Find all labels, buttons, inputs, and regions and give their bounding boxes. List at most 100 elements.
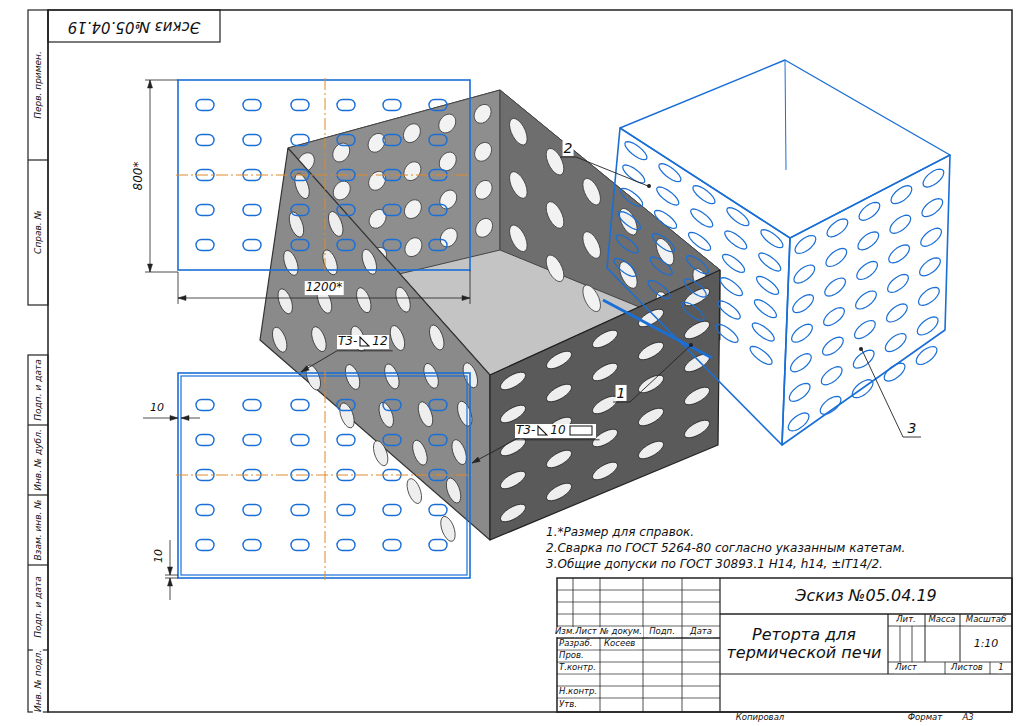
title-block-rule — [600, 578, 601, 712]
slot-outline — [684, 279, 706, 297]
leader-line — [630, 346, 690, 402]
slot-outline — [429, 505, 447, 516]
slot-outline — [196, 205, 214, 216]
slot-hole — [546, 255, 564, 282]
stamp-text: Перв. примен. — [33, 50, 43, 120]
callout-number: 1 — [616, 385, 627, 401]
slot-outline — [682, 302, 704, 320]
slot-outline — [196, 240, 214, 251]
slot-hole — [413, 440, 427, 465]
slot-outline — [917, 317, 938, 335]
slot-hole — [278, 289, 292, 314]
title-block-rule — [643, 578, 644, 712]
scale-value: 1:10 — [973, 638, 1000, 651]
leader-dot — [689, 343, 693, 347]
slot-hole — [592, 462, 617, 479]
title-block-rule — [557, 674, 720, 675]
slot-outline — [291, 540, 309, 551]
title-block-cell: Н.контр. — [558, 687, 598, 697]
extension-line — [470, 270, 471, 304]
slot-outline — [429, 435, 447, 446]
slot-outline — [196, 100, 214, 111]
weld-triangle — [360, 337, 369, 346]
slot-outline — [921, 228, 942, 246]
slot-hole — [684, 387, 709, 404]
slot-outline — [383, 240, 401, 251]
slot-outline — [383, 540, 401, 551]
slot-hole — [546, 202, 564, 229]
slot-hole — [312, 327, 326, 352]
arrowhead — [170, 416, 178, 421]
leader-line — [576, 157, 648, 186]
weld-designation: Т3-10 — [515, 424, 596, 438]
slot-outline — [693, 186, 715, 204]
slot-hole — [546, 384, 571, 401]
slot-outline — [429, 400, 447, 411]
arrowhead — [178, 296, 186, 301]
slot-outline — [757, 276, 779, 294]
slot-outline — [243, 135, 261, 146]
weld-leg-size: 12 — [372, 335, 387, 349]
slot-outline — [291, 100, 309, 111]
extension-line — [178, 272, 179, 304]
drawing-title: Реторта для термической печи — [723, 626, 885, 663]
slot-hole — [546, 148, 564, 175]
title-block-rule — [719, 578, 720, 712]
slot-outline — [716, 324, 738, 342]
slot-hole — [500, 471, 525, 488]
slot-outline — [383, 505, 401, 516]
leader-dot — [859, 347, 863, 351]
note-text: 1.*Размер для справок. — [545, 526, 695, 540]
slot-hole — [684, 321, 709, 338]
slot-hole — [418, 402, 432, 427]
title-block-rule — [557, 590, 720, 591]
slot-outline — [824, 308, 845, 326]
slot-hole — [638, 375, 663, 392]
slot-hole — [474, 104, 491, 123]
slot-outline — [916, 347, 937, 365]
slot-hole — [510, 225, 528, 252]
slot-outline — [920, 258, 941, 276]
slot-outline — [659, 164, 681, 182]
callout-shelf — [903, 437, 921, 438]
title-block-rule — [557, 698, 720, 699]
slot-outline — [291, 205, 309, 216]
slot-outline — [429, 205, 447, 216]
slot-outline — [752, 323, 774, 341]
slot-outline — [243, 400, 261, 411]
box-end-face — [782, 155, 950, 445]
slot-hole — [638, 441, 663, 458]
weld-leg-size: 10 — [550, 424, 565, 438]
slot-outline — [196, 505, 214, 516]
slot-hole — [284, 251, 298, 276]
title-block-cell: 1 — [997, 663, 1004, 673]
stamp-divider — [28, 424, 48, 425]
slot-hole — [500, 504, 525, 521]
slot-hole — [404, 162, 421, 181]
slot-outline — [691, 209, 713, 227]
slot-outline — [337, 205, 355, 216]
slot-outline — [196, 435, 214, 446]
slot-outline — [793, 295, 814, 313]
arrowhead — [472, 457, 480, 463]
title-block-cell: Масштаб — [965, 615, 1007, 625]
slot-outline — [788, 413, 809, 431]
title-block-cell: Лист — [894, 663, 918, 673]
slot-outline — [657, 187, 679, 205]
arrowhead — [168, 578, 173, 586]
slot-outline — [291, 505, 309, 516]
dimension-line — [150, 80, 151, 272]
slot-outline — [196, 400, 214, 411]
slot-outline — [383, 100, 401, 111]
slot-outline — [429, 540, 447, 551]
stamp-text: Инв. № подл. — [33, 649, 43, 713]
slot-outline — [648, 280, 670, 298]
title-block-cell: Утв. — [558, 700, 578, 710]
weld-shelf — [337, 350, 393, 351]
slot-hole — [500, 372, 525, 389]
slot-hole — [583, 285, 601, 312]
slot-outline — [754, 300, 776, 318]
arrowhead — [148, 264, 153, 272]
slot-outline — [291, 240, 309, 251]
